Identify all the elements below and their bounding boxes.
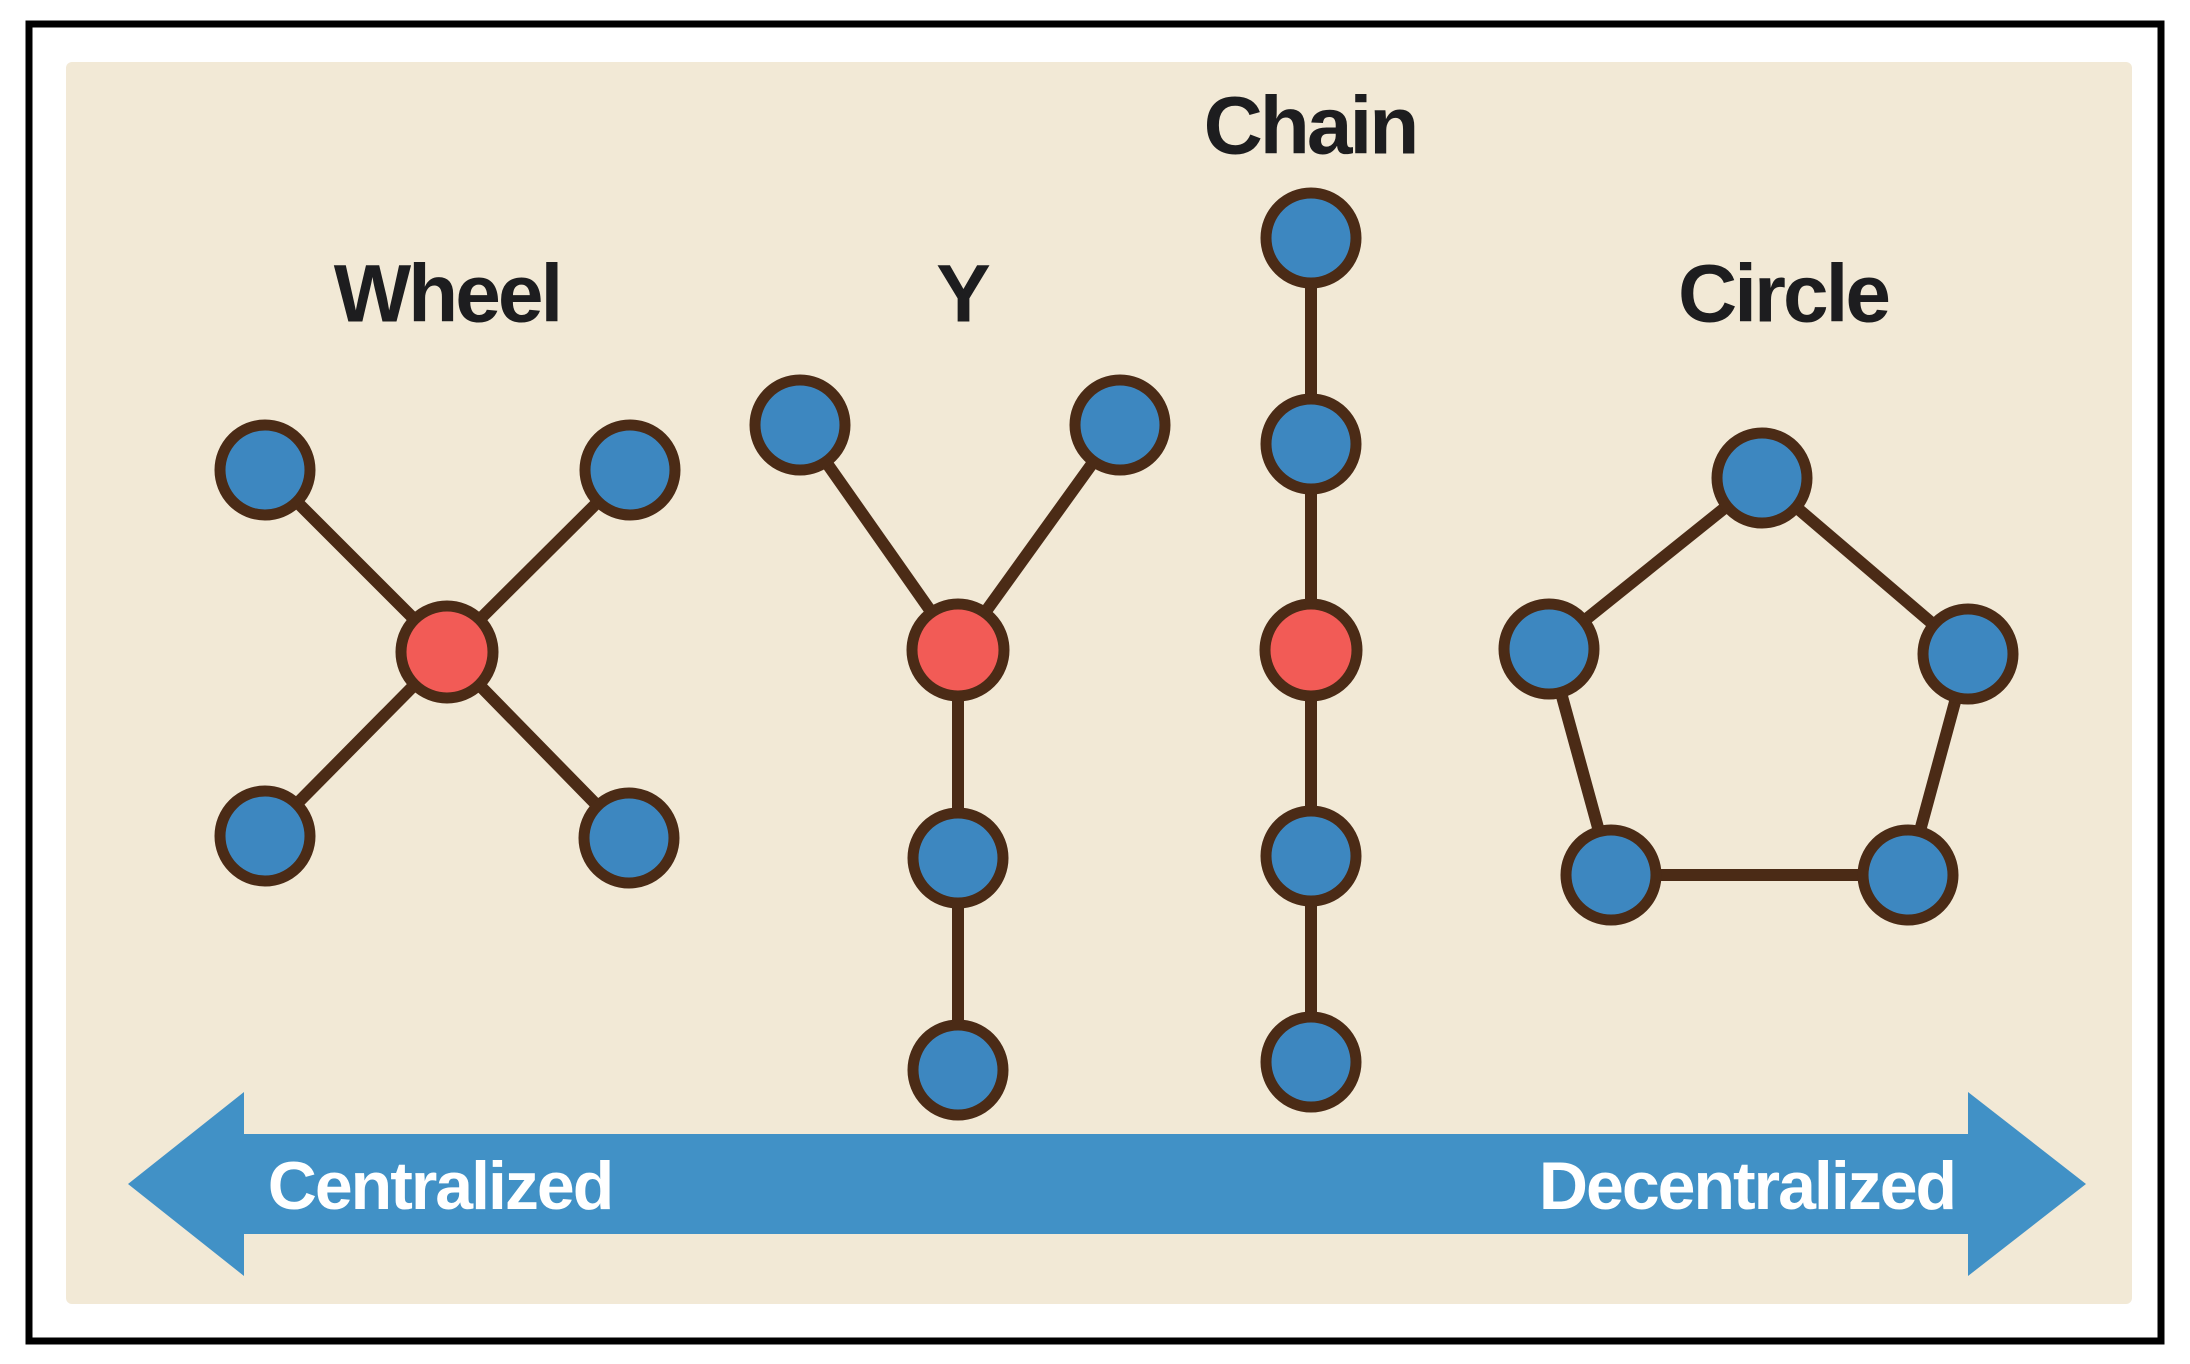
network-circle	[1498, 427, 2019, 926]
wheel-central-node	[395, 600, 499, 704]
y-node-4	[907, 1019, 1009, 1121]
centralized-label: Centralized	[268, 1148, 613, 1224]
decentralized-label: Decentralized	[1539, 1148, 1955, 1224]
wheel-node-4	[578, 787, 680, 889]
chain-central-node	[1259, 598, 1363, 702]
circle-node-2	[1917, 603, 2019, 705]
network-wheel	[214, 419, 681, 889]
wheel-label: Wheel	[334, 249, 560, 340]
circle-node-0	[1711, 427, 1813, 529]
wheel-node-1	[214, 419, 316, 521]
chain-node-1	[1260, 393, 1362, 495]
spectrum-arrow	[128, 1092, 2086, 1276]
y-label: Y	[936, 249, 990, 340]
chain-node-4	[1260, 1011, 1362, 1113]
wheel-node-3	[214, 785, 316, 887]
circle-node-4	[1857, 824, 1959, 926]
chain-label: Chain	[1204, 81, 1417, 172]
circle-node-1	[1498, 598, 1600, 700]
circle-node-3	[1560, 824, 1662, 926]
y-central-node	[906, 598, 1010, 702]
chain-node-0	[1260, 187, 1362, 289]
y-node-3	[907, 807, 1009, 909]
circle-label: Circle	[1678, 249, 1888, 340]
y-node-0	[749, 374, 851, 476]
panel-background	[66, 62, 2132, 1304]
network-chain	[1259, 187, 1363, 1113]
wheel-node-2	[579, 419, 681, 521]
network-y	[749, 374, 1171, 1121]
y-node-1	[1069, 374, 1171, 476]
chain-node-3	[1260, 805, 1362, 907]
